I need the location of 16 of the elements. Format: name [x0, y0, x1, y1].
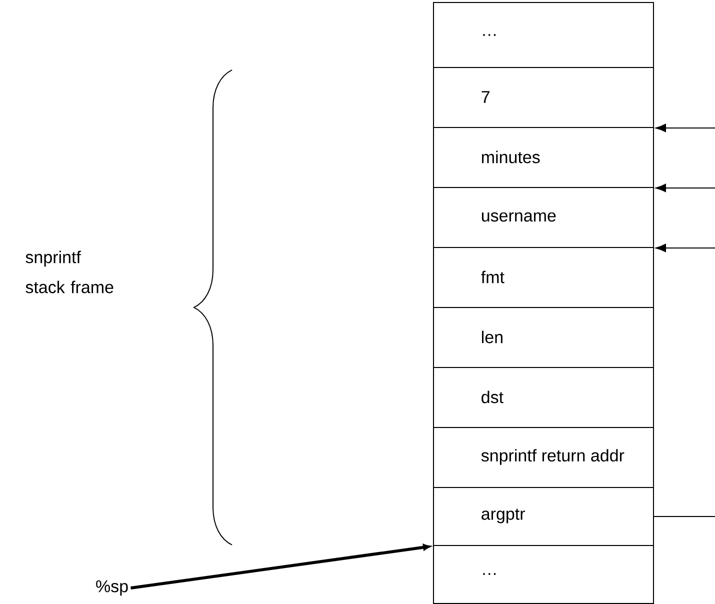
stack-cell: len [433, 306, 654, 368]
frame-label: snprintf stack frame [26, 250, 114, 294]
stack-cell: username [433, 186, 654, 248]
stack-cell: fmt [433, 246, 654, 308]
stack-cell: dst [433, 366, 654, 428]
arrow [656, 244, 715, 252]
pointer-label: %sp [96, 580, 128, 596]
stack-cell: argptr [433, 486, 654, 546]
arrow [656, 184, 715, 192]
arrow [656, 124, 715, 132]
stack-cell: 7 [433, 67, 654, 128]
arrow [130, 544, 430, 590]
stack-cell: … [433, 544, 654, 604]
stack-cell: … [433, 2, 654, 68]
stack-cell: snprintf return addr [433, 426, 654, 488]
stack-cell: minutes [433, 127, 654, 188]
